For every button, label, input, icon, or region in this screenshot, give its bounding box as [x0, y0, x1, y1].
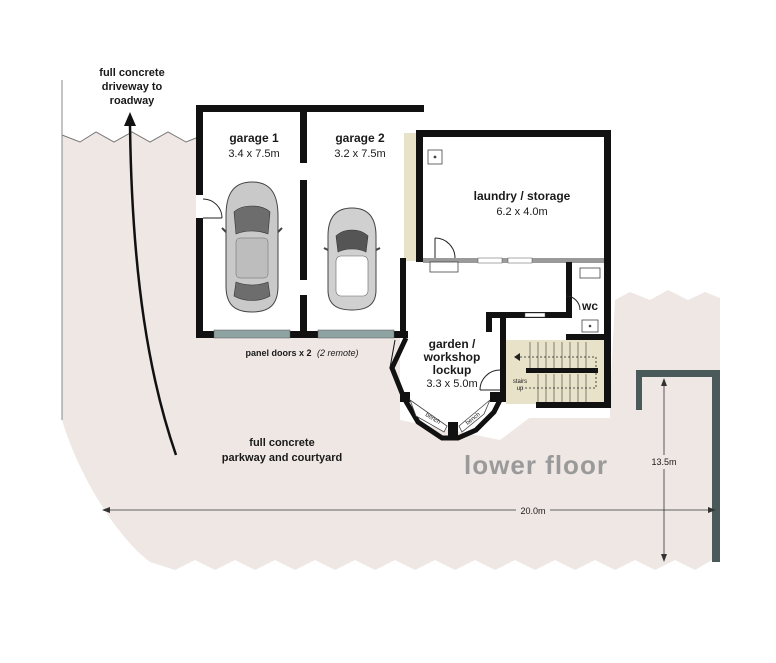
stairs-divider — [526, 368, 598, 373]
wc-wall-bottom — [566, 334, 611, 340]
garage-wall-left-upper — [196, 105, 203, 195]
panel-door-1 — [213, 329, 291, 339]
driveway-label-1: full concrete — [99, 67, 164, 79]
laundry-wall-right — [604, 130, 611, 340]
courtyard-ground — [62, 132, 720, 570]
wc-name: wc — [581, 299, 598, 313]
workshop-bay-wall — [389, 336, 503, 441]
car-garage-2 — [323, 207, 381, 311]
workshop-name-3: lockup — [433, 363, 472, 377]
parkway-label-2: parkway and courtyard — [222, 452, 342, 464]
stairs-arrow — [516, 356, 597, 389]
depth-dimension-label: 13.5m — [651, 457, 676, 467]
stairs-wall-bottom — [536, 402, 611, 408]
workshop-door-swing — [479, 369, 501, 391]
stairs-arrowhead — [514, 353, 520, 361]
retaining-wall — [712, 372, 720, 562]
bay-post-left — [400, 392, 410, 402]
workshop-size: 3.3 x 5.0m — [426, 378, 477, 390]
panel-doors-label: panel doors x 2 (2 remote) — [245, 348, 358, 358]
driveway-label-2: driveway to — [102, 81, 163, 93]
garage-1-name: garage 1 — [229, 131, 279, 145]
wc-door-swing — [565, 295, 581, 311]
driveway-edge — [61, 131, 197, 143]
driveway-label: full concrete driveway to roadway — [99, 67, 164, 107]
garage-wall-top — [196, 105, 424, 112]
floor-title: lower floor — [464, 450, 608, 480]
workshop-wall-left — [400, 258, 406, 338]
laundry-window-2 — [507, 257, 533, 264]
laundry-tub — [429, 261, 459, 273]
panel-doors-main: panel doors x 2 — [245, 348, 311, 358]
laundry-floor — [420, 133, 610, 263]
laundry-window-1 — [477, 257, 503, 264]
garage-1-size: 3.4 x 7.5m — [228, 148, 279, 160]
garage-divider-top — [300, 105, 307, 163]
laundry-name: laundry / storage — [474, 189, 571, 203]
garage-divider-bottom — [300, 295, 307, 338]
laundry-size: 6.2 x 4.0m — [496, 206, 547, 218]
wc-window — [524, 312, 546, 318]
stairs-label-2: up — [517, 386, 524, 392]
parkway-label-1: full concrete — [249, 437, 314, 449]
driveway-label-3: roadway — [110, 95, 156, 107]
workshop-wall-notch — [486, 312, 506, 318]
retaining-wall-stub — [636, 370, 642, 410]
garage-wall-left-lower — [196, 218, 203, 338]
bench-right-shape — [458, 399, 491, 433]
workshop-wall-inner — [500, 312, 506, 402]
width-dimension-label: 20.0m — [520, 506, 545, 516]
garage-divider-mid — [300, 180, 307, 280]
garage-door-swing — [202, 198, 223, 219]
width-dimension: 20.0m — [102, 503, 716, 517]
panel-doors-note: (2 remote) — [317, 348, 359, 358]
laundry-wall-top — [416, 130, 611, 137]
bay-post-centre — [448, 422, 458, 438]
laundry-wall-left — [416, 130, 423, 262]
workshop-name-1: garden / — [429, 337, 476, 351]
garage-2-name: garage 2 — [335, 131, 385, 145]
wc-basin-drain — [588, 324, 592, 328]
wc-wall — [566, 262, 572, 318]
garage-wall-bottom — [196, 331, 408, 338]
car-garage-1 — [221, 181, 283, 313]
wc-toilet — [579, 267, 601, 279]
bay-doorway — [389, 339, 396, 369]
stairs-wall-right — [604, 340, 611, 406]
laundry-door-swing — [434, 237, 456, 259]
driveway-arrowhead — [124, 112, 136, 126]
driveway-arrow — [128, 124, 178, 456]
bay-post-right — [490, 392, 500, 402]
garage-2-size: 3.2 x 7.5m — [334, 148, 385, 160]
bench-left-shape — [409, 398, 448, 433]
workshop-wall-notch-v — [486, 312, 492, 332]
retaining-wall-top — [636, 370, 720, 377]
stairs-label-1: stairs — [513, 379, 527, 385]
laundry-sink-drain — [433, 155, 437, 159]
depth-dimension: 13.5m — [646, 378, 682, 562]
panel-door-2 — [317, 329, 395, 339]
workshop-name-2: workshop — [423, 350, 481, 364]
